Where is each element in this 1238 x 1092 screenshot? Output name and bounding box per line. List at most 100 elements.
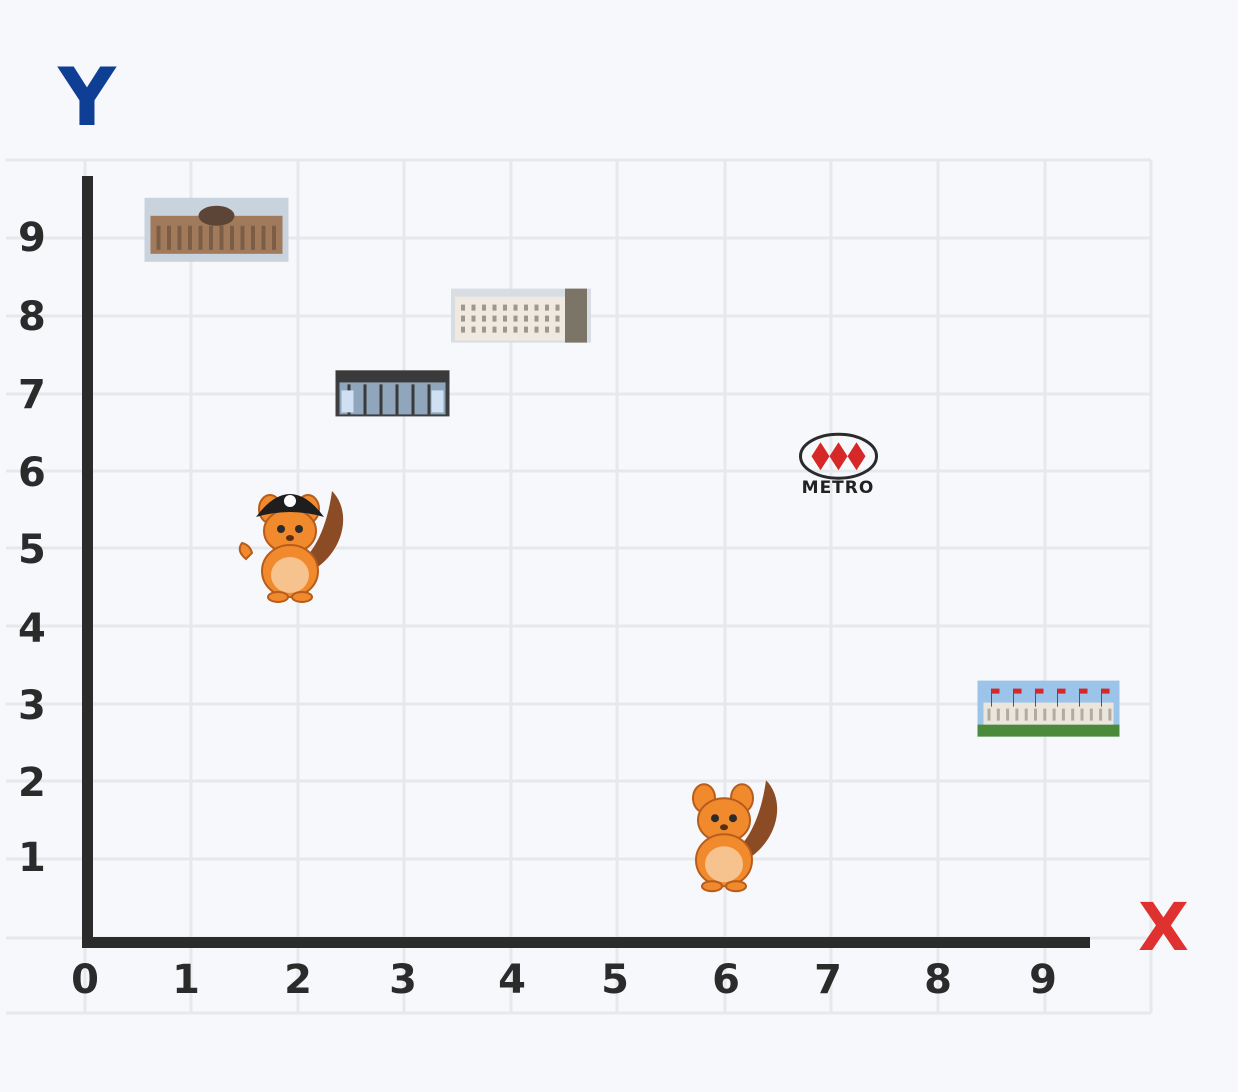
building-window <box>524 315 528 322</box>
building-window <box>482 304 486 311</box>
x-tick-label: 3 <box>389 957 417 1003</box>
building-dome <box>198 205 235 226</box>
chinchilla-eye <box>711 814 719 823</box>
y-tick-label: 1 <box>18 835 46 881</box>
palace-column <box>1071 708 1075 721</box>
building-window <box>482 326 486 333</box>
x-tick-label: 0 <box>71 957 99 1003</box>
building-column <box>230 225 234 250</box>
building-window <box>524 304 528 311</box>
chinchilla-foot <box>701 880 723 893</box>
building-window <box>555 315 560 322</box>
y-tick-label: 8 <box>18 294 46 340</box>
x-tick-label: 7 <box>814 957 842 1003</box>
chinchilla-eye <box>295 525 303 533</box>
y-tick-label: 3 <box>18 683 46 729</box>
building-column <box>240 225 245 250</box>
chinchilla-foot <box>267 591 289 603</box>
building-window <box>482 315 486 322</box>
building-window <box>534 315 539 322</box>
y-axis-label: Y <box>58 51 116 144</box>
building-window <box>534 326 539 333</box>
pirate-chinchilla <box>238 491 344 603</box>
palace-column <box>1043 708 1047 721</box>
x-tick-label: 6 <box>712 957 740 1003</box>
chinchilla-thumb <box>238 541 254 561</box>
palace-column <box>1024 708 1028 721</box>
colonial-building <box>451 288 591 343</box>
building-column <box>219 225 224 250</box>
building-window <box>545 304 549 311</box>
building-column <box>167 225 171 250</box>
building-window <box>524 326 528 333</box>
la-moneda-palace <box>977 680 1120 737</box>
office-mullion <box>395 384 399 415</box>
building-column <box>188 225 192 250</box>
building-window <box>555 304 560 311</box>
y-tick-label: 9 <box>18 215 46 261</box>
building-column <box>272 225 276 250</box>
palace-lawn <box>977 724 1120 737</box>
palace-column <box>987 708 991 721</box>
metro-ring <box>799 432 878 480</box>
metro-diamond <box>847 442 866 471</box>
palace-column <box>1061 708 1065 721</box>
building-window <box>545 315 549 322</box>
y-tick-label: 4 <box>18 606 46 652</box>
office-banner <box>341 390 354 413</box>
building-window <box>513 326 518 333</box>
flag <box>991 688 1000 694</box>
x-tick-label: 9 <box>1029 957 1057 1003</box>
palace-column <box>1089 708 1093 721</box>
palace-column <box>1099 708 1103 721</box>
building-window <box>471 315 476 322</box>
office-mullion <box>363 384 367 415</box>
y-tick-label: 5 <box>18 527 46 573</box>
office-mullion <box>411 384 415 415</box>
x-tick-label: 1 <box>172 957 200 1003</box>
building-window <box>471 326 476 333</box>
x-tick-label: 8 <box>924 957 952 1003</box>
building-window <box>461 326 465 333</box>
office-banner <box>431 390 444 413</box>
palace-column <box>1080 708 1084 721</box>
building-window <box>534 304 539 311</box>
building-window <box>492 326 497 333</box>
chinchilla-belly <box>271 557 309 593</box>
building-column <box>209 225 213 250</box>
palace-column <box>1015 708 1019 721</box>
flag <box>1057 688 1066 694</box>
building-column <box>251 225 255 250</box>
y-tick-label: 6 <box>18 450 46 496</box>
sii-office <box>335 370 450 417</box>
flag <box>1079 688 1088 694</box>
metro-diamond <box>811 442 830 471</box>
palace-column <box>1006 708 1010 721</box>
metro-logo <box>799 432 878 480</box>
x-tick-label: 2 <box>284 957 312 1003</box>
building-column <box>198 225 203 250</box>
skull-icon <box>284 495 296 507</box>
tower-building <box>565 288 587 343</box>
building-window <box>503 326 507 333</box>
chinchilla-foot <box>291 591 313 603</box>
building-window <box>513 315 518 322</box>
building-window <box>492 315 497 322</box>
x-axis-label: X <box>1138 889 1189 966</box>
y-tick-label: 7 <box>18 372 46 418</box>
building-window <box>461 304 465 311</box>
building-window <box>471 304 476 311</box>
building-column <box>177 225 182 250</box>
palace-column <box>1052 708 1056 721</box>
building-window <box>492 304 497 311</box>
office-mullion <box>427 384 431 415</box>
building-window <box>545 326 549 333</box>
chinchilla-eye <box>729 814 737 823</box>
chinchilla-nose <box>286 535 294 541</box>
grid-lines <box>6 158 1153 1015</box>
office-mullion <box>379 384 383 415</box>
y-axis-line <box>82 176 93 946</box>
metro-logo-text: METRO <box>801 478 875 498</box>
